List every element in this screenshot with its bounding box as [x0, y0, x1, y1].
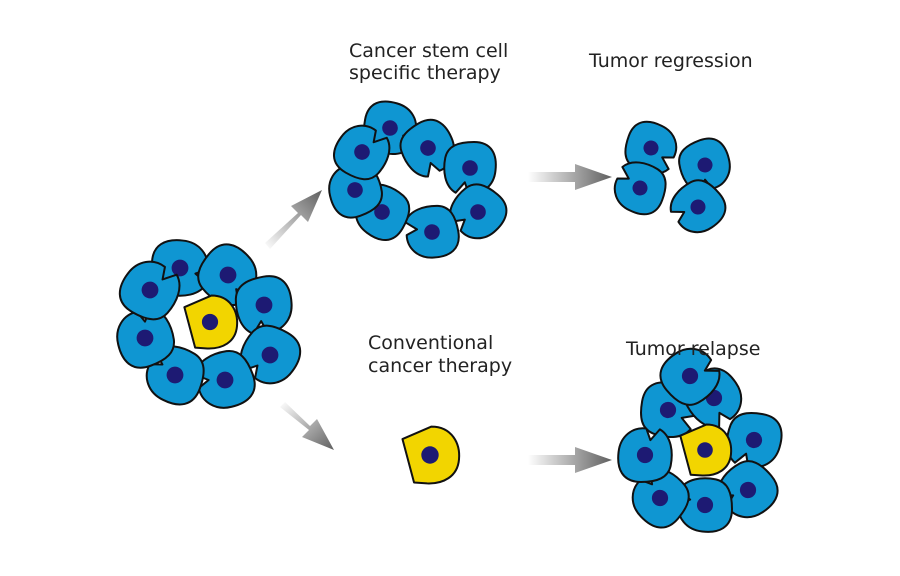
cell-nucleus [382, 120, 398, 136]
cell-nucleus [166, 366, 184, 384]
cancer-cell [116, 306, 175, 369]
arrow-to-relapse [528, 447, 612, 473]
stem-cell [679, 423, 733, 477]
label-tumor-regression: Tumor regression [588, 50, 753, 72]
cell-nucleus [697, 157, 713, 173]
cancer-cell [118, 260, 181, 321]
cell-nucleus [216, 371, 234, 389]
cancer-cell [624, 120, 678, 175]
cancer-cell [234, 275, 293, 335]
label-tumor-relapse: Tumor relapse [625, 338, 760, 360]
cell-nucleus [261, 346, 279, 364]
arrow-up-right [265, 190, 322, 249]
cell-nucleus [697, 442, 713, 458]
label-csc-therapy-line2: specific therapy [349, 62, 501, 84]
cell-nucleus [659, 401, 677, 419]
cancer-cell [443, 141, 497, 195]
cancer-cell [669, 179, 727, 234]
surviving-stem-cell [401, 425, 461, 485]
cancer-cell [333, 124, 391, 181]
stem-cell [401, 425, 461, 485]
cell-nucleus [696, 496, 714, 514]
label-conventional-line2: cancer therapy [368, 355, 512, 377]
cancer-cell [193, 350, 256, 409]
cancer-cell [717, 460, 779, 519]
cell-nucleus [136, 329, 154, 347]
cancer-cell [239, 324, 302, 385]
cancer-cell [613, 161, 667, 216]
csc-therapy-tumor-ring [328, 100, 508, 259]
cell-nucleus [690, 199, 706, 215]
cancer-cell [449, 183, 508, 240]
cell-nucleus [424, 224, 440, 240]
cell-nucleus [681, 367, 699, 385]
cancer-cell [726, 411, 783, 468]
label-csc-therapy-line1: Cancer stem cell [349, 40, 508, 62]
cell-nucleus [636, 446, 654, 464]
cell-nucleus [347, 182, 363, 198]
cancer-cell [399, 118, 455, 178]
cancer-cell [659, 347, 721, 406]
cell-nucleus [651, 489, 669, 507]
cell-nucleus [374, 204, 390, 220]
cell-nucleus [745, 431, 763, 449]
regressed-tumor [613, 120, 731, 234]
cancer-cell [404, 204, 460, 259]
cell-nucleus [632, 180, 648, 196]
cell-nucleus [201, 313, 219, 331]
initial-tumor [116, 239, 302, 409]
cancer-cell [678, 137, 731, 194]
label-conventional-line1: Conventional [368, 332, 493, 354]
cell-nucleus [219, 266, 237, 284]
cancer-cell [617, 427, 673, 483]
cell-nucleus [420, 140, 436, 156]
cell-nucleus [739, 481, 757, 499]
cell-nucleus [171, 259, 189, 277]
cell-nucleus [462, 160, 478, 176]
cell-nucleus [470, 204, 486, 220]
relapsed-tumor [617, 347, 783, 533]
cell-nucleus [421, 446, 439, 464]
cancer-cell [631, 468, 690, 529]
stem-cell [183, 294, 239, 350]
arrow-down-right [280, 402, 334, 450]
cell-nucleus [354, 144, 370, 160]
cell-nucleus [141, 281, 159, 299]
arrow-to-regression [528, 164, 612, 190]
cancer-cell [677, 477, 733, 533]
cell-nucleus [643, 140, 659, 156]
cell-nucleus [255, 296, 273, 314]
